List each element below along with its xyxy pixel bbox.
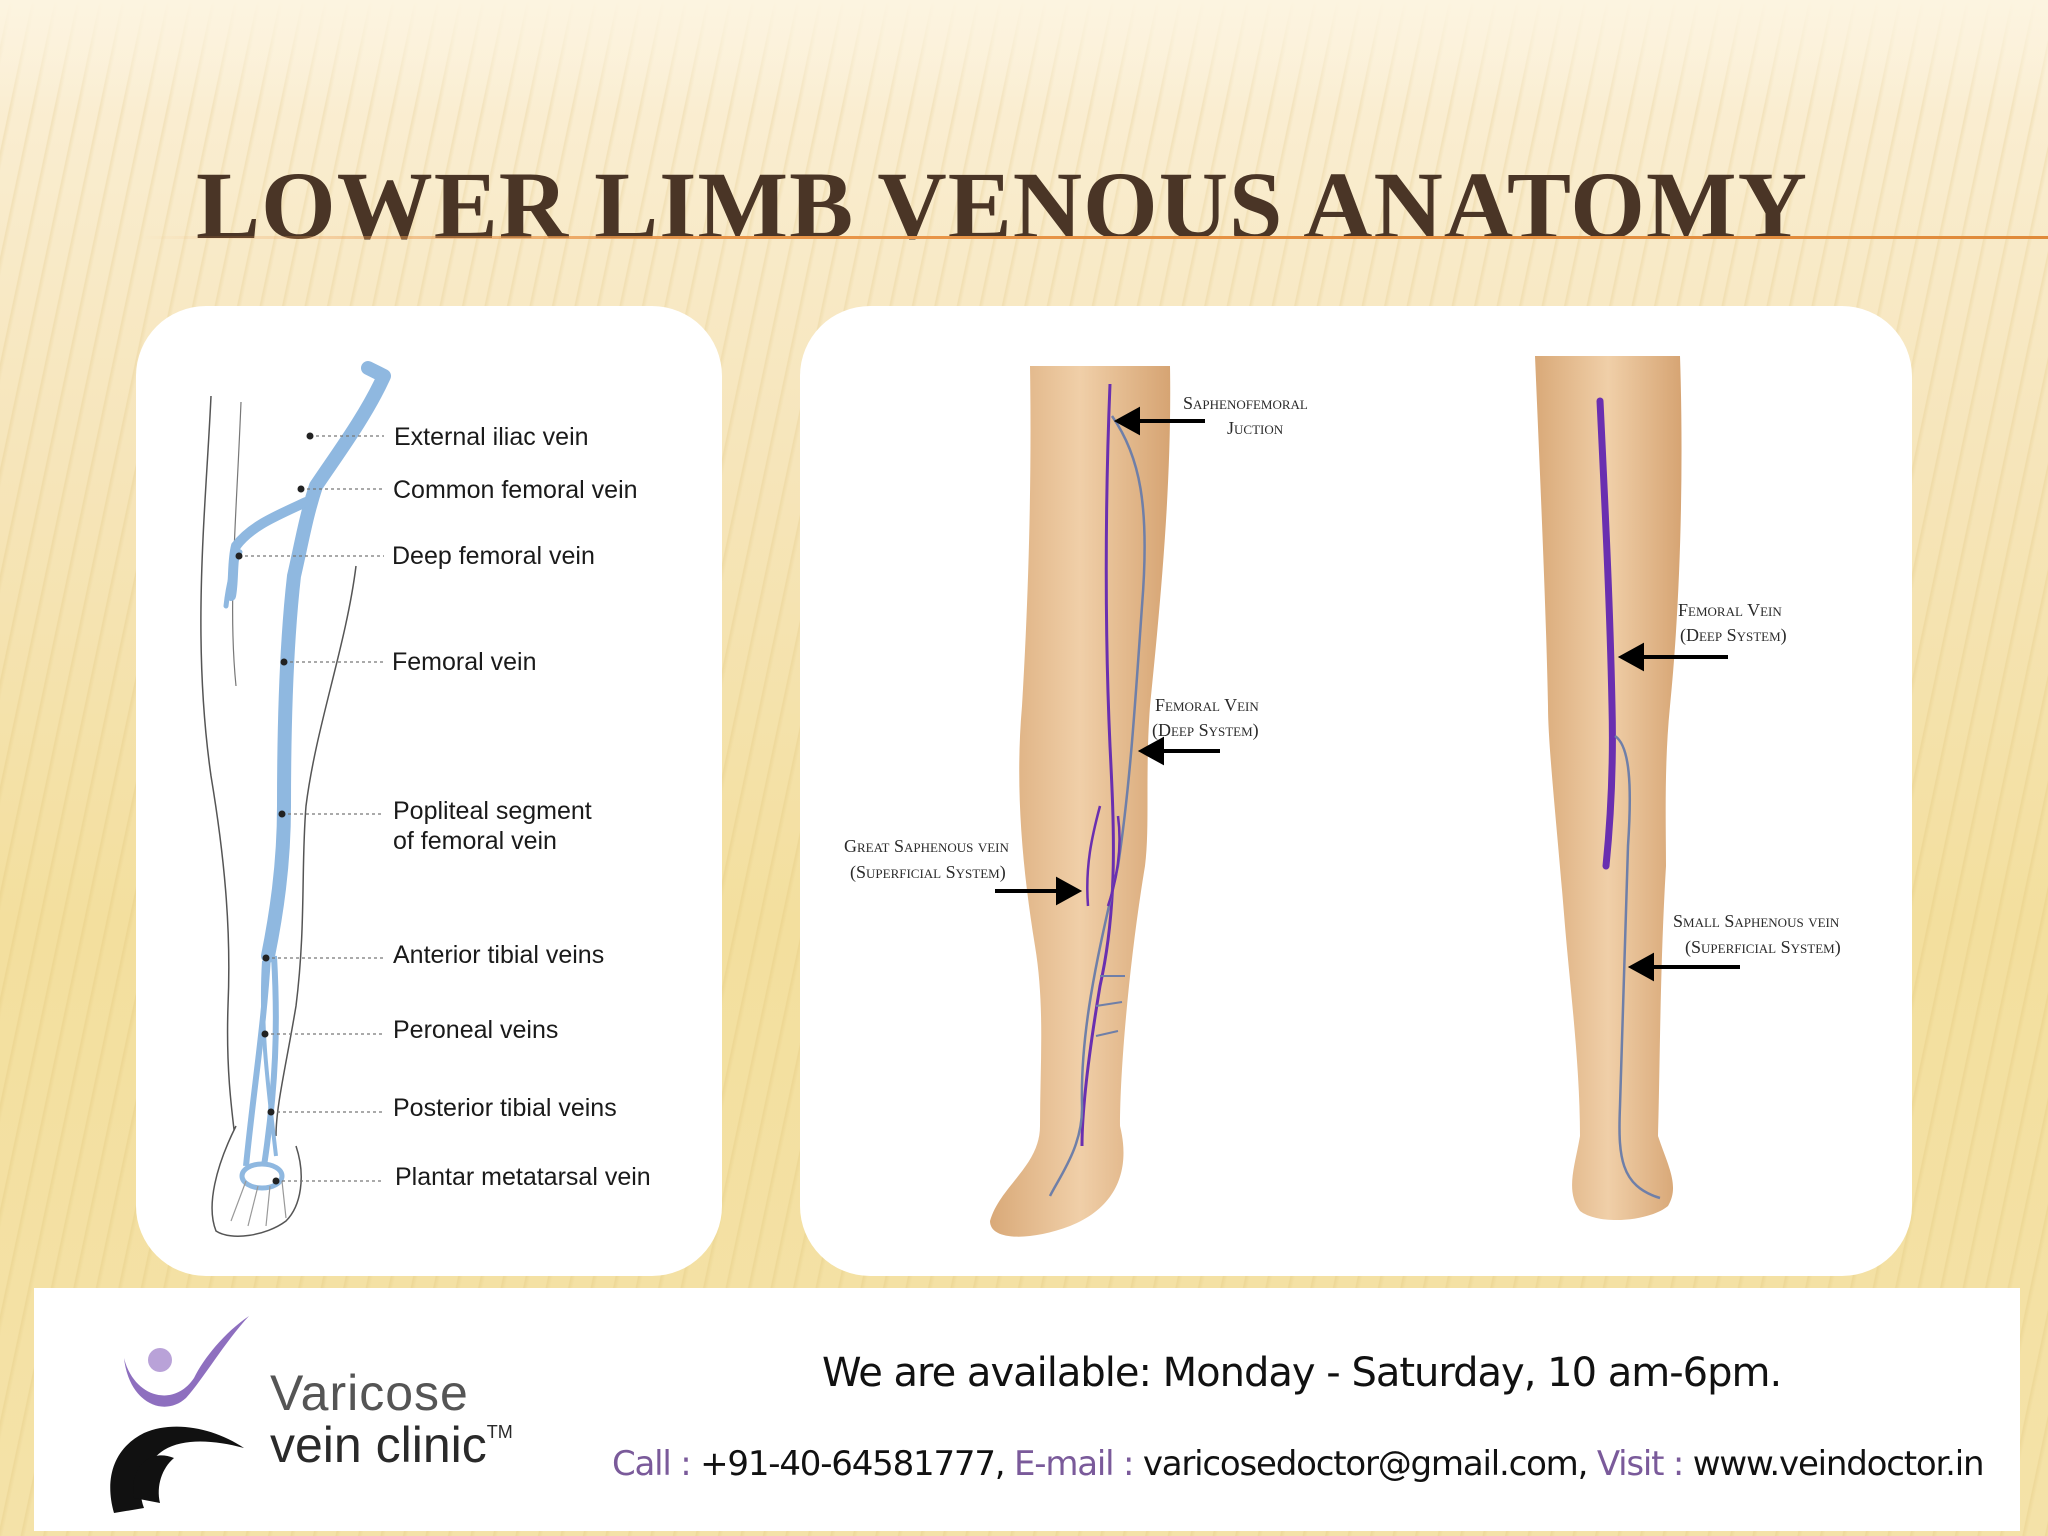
- vein-main: [261, 361, 391, 963]
- label-anterior-tibial: Anterior tibial veins: [393, 941, 604, 969]
- clinic-name-line1: Varicose: [270, 1365, 469, 1421]
- venous-diagram: External iliac vein Common femoral vein …: [200, 361, 651, 1237]
- caption-back-femoral-2: (Deep System): [1680, 625, 1787, 646]
- clinic-name-line2-text: vein clinic: [270, 1417, 487, 1473]
- clinic-logo: Varicose vein clinicTM: [74, 1298, 554, 1528]
- vein-plantar-arch: [239, 1161, 285, 1191]
- vein-peroneal: [261, 955, 279, 1167]
- label-external-iliac: External iliac vein: [394, 423, 589, 451]
- clinic-name-line2: vein clinicTM: [270, 1416, 513, 1474]
- footer-banner: Varicose vein clinicTM We are available:…: [34, 1288, 2020, 1531]
- front-knee-branches: [1086, 805, 1121, 907]
- arrows: [995, 406, 1740, 982]
- front-great-saphenous-vein: [1048, 415, 1146, 1197]
- leg-outline-inner: [275, 565, 357, 1137]
- caption-great-saphenous-1: Great Saphenous vein: [844, 836, 1010, 856]
- caption-back-femoral-1: Femoral Vein: [1678, 600, 1782, 620]
- front-leg-shape: [990, 366, 1171, 1237]
- front-perforators: [1095, 975, 1125, 1037]
- back-small-saphenous-vein: [1614, 734, 1661, 1200]
- call-label: Call :: [612, 1444, 692, 1484]
- caption-front-femoral-1: Femoral Vein: [1155, 695, 1259, 715]
- label-popliteal-1: Popliteal segment: [393, 797, 592, 825]
- back-femoral-vein: [1596, 397, 1616, 870]
- caption-small-saphenous-2: (Superficial System): [1685, 937, 1841, 958]
- phone-number[interactable]: +91-40-64581777,: [690, 1444, 1014, 1484]
- label-common-femoral: Common femoral vein: [393, 476, 638, 504]
- label-plantar-metatarsal: Plantar metatarsal vein: [395, 1163, 651, 1191]
- caption-saphenofemoral-1: Saphenofemoral: [1183, 393, 1308, 413]
- toe-lines: [230, 1180, 287, 1227]
- caption-front-femoral-2: (Deep System): [1152, 720, 1259, 741]
- foot-outline: [211, 1125, 302, 1237]
- website-link[interactable]: www.veindoctor.in: [1683, 1444, 1985, 1484]
- caption-small-saphenous-1: Small Saphenous vein: [1673, 911, 1840, 931]
- caption-saphenofemoral-2: Juction: [1227, 418, 1284, 438]
- label-posterior-tibial: Posterior tibial veins: [393, 1094, 617, 1122]
- legs-illustration: Saphenofemoral Juction Femoral Vein (Dee…: [844, 356, 1841, 1237]
- availability-text: We are available: Monday - Saturday, 10 …: [822, 1350, 1782, 1396]
- leader-lines: [239, 435, 384, 1182]
- leg-outline-outer: [200, 395, 237, 1147]
- clinic-logo-mark: [110, 1316, 249, 1513]
- vein-anterior-tibial: [243, 955, 271, 1167]
- leader-dots: [235, 432, 314, 1185]
- background-top-band: [0, 0, 2048, 110]
- visit-label: Visit :: [1596, 1444, 1685, 1484]
- label-popliteal-2: of femoral vein: [393, 827, 557, 855]
- caption-great-saphenous-2: (Superficial System): [850, 862, 1006, 883]
- legs-illustration-panel: Saphenofemoral Juction Femoral Vein (Dee…: [800, 306, 1912, 1276]
- title-underline: [140, 236, 2048, 239]
- venous-diagram-panel: External iliac vein Common femoral vein …: [136, 306, 722, 1276]
- trademark-symbol: TM: [486, 1422, 513, 1442]
- slide-title: LOWER LIMB VENOUS ANATOMY: [196, 152, 1808, 259]
- vein-posterior-tibial: [260, 960, 278, 1157]
- label-peroneal: Peroneal veins: [393, 1016, 558, 1044]
- label-femoral: Femoral vein: [392, 648, 537, 676]
- label-deep-femoral: Deep femoral vein: [392, 542, 595, 570]
- front-femoral-vein: [1080, 383, 1115, 1147]
- email-label: E-mail :: [1013, 1444, 1134, 1484]
- email-address[interactable]: varicosedoctor@gmail.com,: [1133, 1444, 1597, 1484]
- contact-line: Call : +91-40-64581777, E-mail : varicos…: [612, 1444, 1985, 1484]
